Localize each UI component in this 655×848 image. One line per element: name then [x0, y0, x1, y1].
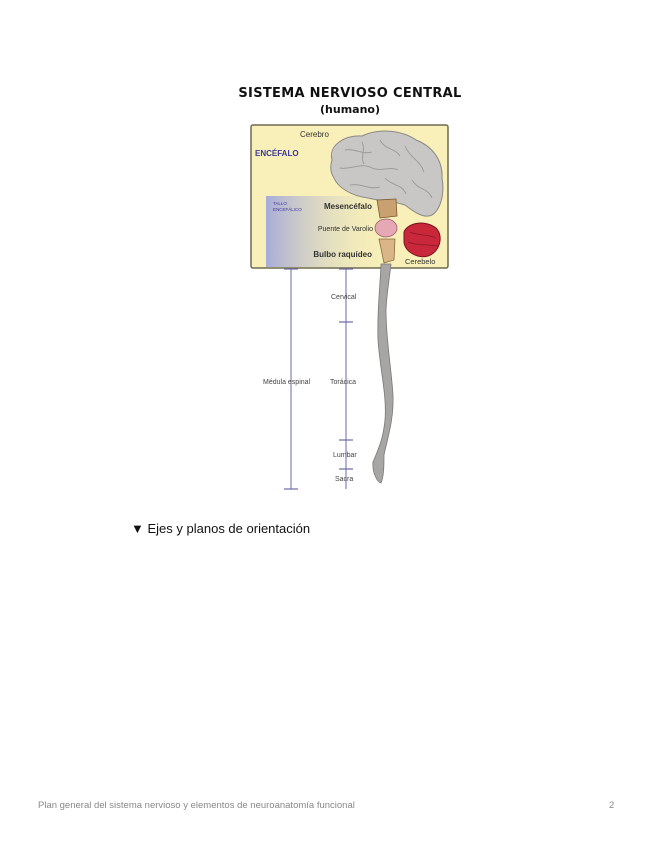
mesencefalo-shape	[376, 198, 398, 219]
label-medula: Médula espinal	[263, 379, 311, 386]
label-bulbo: Bulbo raquídeo	[313, 250, 372, 259]
label-mesencefalo: Mesencéfalo	[324, 202, 372, 211]
label-cerebro: Cerebro	[300, 130, 329, 139]
label-tallo-2: ENCEFÁLICO	[273, 206, 302, 212]
label-tallo-1: TALLO	[273, 201, 287, 206]
cerebrum-shape	[330, 130, 444, 217]
label-puente: Puente de Varolio	[318, 226, 373, 233]
spinal-cord-shape	[372, 263, 394, 484]
cerebelo-shape	[403, 222, 441, 258]
label-cerebelo: Cerebelo	[405, 257, 435, 266]
label-toracica: Torácica	[330, 379, 356, 386]
section-label: Ejes y planos de orientación	[147, 521, 311, 536]
figure-subtitle: (humano)	[320, 103, 380, 116]
label-encefalo: ENCÉFALO	[255, 149, 299, 158]
puente-shape	[374, 218, 398, 238]
page-number: 2	[609, 800, 615, 811]
label-lumbar: Lumbar	[333, 452, 357, 459]
bulbo-shape	[378, 238, 396, 264]
figure-title: SISTEMA NERVIOSO CENTRAL	[238, 86, 462, 101]
footer-title: Plan general del sistema nervioso y elem…	[38, 800, 355, 811]
label-cervical: Cervical	[331, 294, 357, 301]
section-toggle-ejes[interactable]: ▼ Ejes y planos de orientación	[131, 521, 310, 536]
triangle-down-icon: ▼	[131, 521, 144, 536]
label-sacra: Sacra	[335, 476, 353, 483]
tallo-region	[266, 196, 396, 267]
